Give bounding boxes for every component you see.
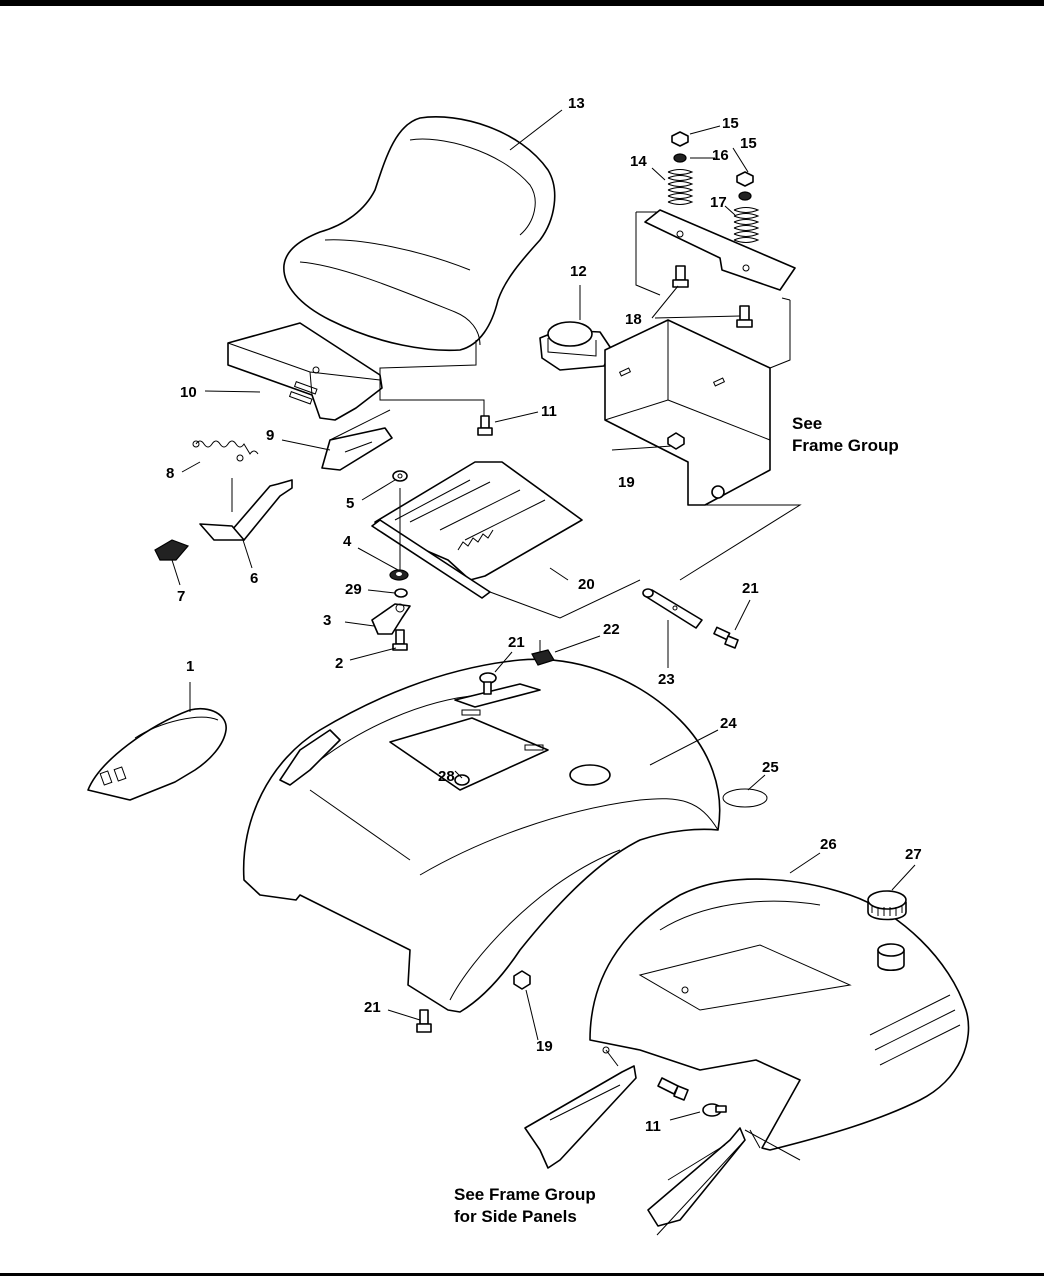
note-frame-group-line2: Frame Group: [792, 436, 899, 455]
label-7: 7: [177, 588, 185, 605]
label-21b: 21: [508, 634, 525, 651]
label-8: 8: [166, 465, 174, 482]
spring-17-right: [734, 208, 758, 243]
bolt-2: [393, 630, 407, 650]
side-panel-right-fragment: [648, 1128, 745, 1226]
label-13: 13: [568, 95, 585, 112]
label-14: 14: [630, 153, 647, 170]
plug-28: [455, 775, 469, 785]
label-28: 28: [438, 768, 455, 785]
lever-grip: [155, 540, 188, 560]
label-21c: 21: [364, 999, 381, 1016]
label-15a: 15: [722, 115, 739, 132]
bolt-21-lower: [417, 1010, 431, 1032]
label-15b: 15: [740, 135, 757, 152]
washer-16-right: [739, 192, 751, 200]
seat-lever: [200, 480, 292, 540]
top-rule: [0, 0, 1044, 6]
label-29: 29: [345, 581, 362, 598]
nut-19-lower: [514, 971, 530, 989]
seat-cushion: [284, 117, 555, 350]
label-2: 2: [335, 655, 343, 672]
label-23: 23: [658, 671, 675, 688]
seat-bracket: [645, 210, 795, 290]
side-panel-left-fragment: [525, 1066, 636, 1168]
label-3: 3: [323, 612, 331, 629]
label-5: 5: [346, 495, 354, 512]
nut-15-left: [672, 132, 688, 146]
label-25: 25: [762, 759, 779, 776]
label-27: 27: [905, 846, 922, 863]
washer-4: [390, 570, 408, 580]
bolt-11-upper: [478, 416, 492, 435]
label-26: 26: [820, 836, 837, 853]
washer-16-left: [674, 154, 686, 162]
seat-adjust-handle: [88, 709, 226, 800]
label-9: 9: [266, 427, 274, 444]
label-11a: 11: [541, 403, 557, 420]
label-12: 12: [570, 263, 587, 280]
bolt-11-lower-a: [658, 1078, 688, 1100]
latch-plate: [322, 428, 392, 470]
retaining-ring: [723, 789, 767, 807]
fuel-cap: [868, 891, 906, 920]
washer-29: [395, 589, 407, 597]
note-frame-group-line1: See: [792, 414, 822, 433]
label-21a: 21: [742, 580, 759, 597]
label-18: 18: [625, 311, 642, 328]
label-20: 20: [578, 576, 595, 593]
label-24: 24: [720, 715, 737, 732]
pivot-pin: [643, 589, 702, 628]
spring-17-left: [668, 170, 692, 205]
bottom-rule: [0, 1273, 1044, 1276]
note-side-panels-line1: See Frame Group: [454, 1185, 596, 1204]
bolt-18-left: [673, 266, 688, 287]
label-4: 4: [343, 533, 352, 550]
nut-5: [393, 471, 407, 481]
label-17: 17: [710, 194, 727, 211]
spring: [193, 441, 258, 461]
label-6: 6: [250, 570, 258, 587]
seat-pan: [228, 323, 382, 420]
bolt-11-lower-b: [703, 1104, 726, 1116]
label-22: 22: [603, 621, 620, 638]
note-side-panels-line2: for Side Panels: [454, 1207, 577, 1226]
label-10: 10: [180, 384, 197, 401]
bolt-21-right: [714, 627, 738, 648]
nut-15-right: [737, 172, 753, 186]
label-1: 1: [186, 658, 194, 675]
label-16: 16: [712, 147, 729, 164]
label-19b: 19: [536, 1038, 553, 1055]
label-19a: 19: [618, 474, 635, 491]
label-11b: 11: [645, 1118, 661, 1135]
seat-suspension: [540, 322, 612, 370]
fuel-tank: [590, 879, 969, 1150]
